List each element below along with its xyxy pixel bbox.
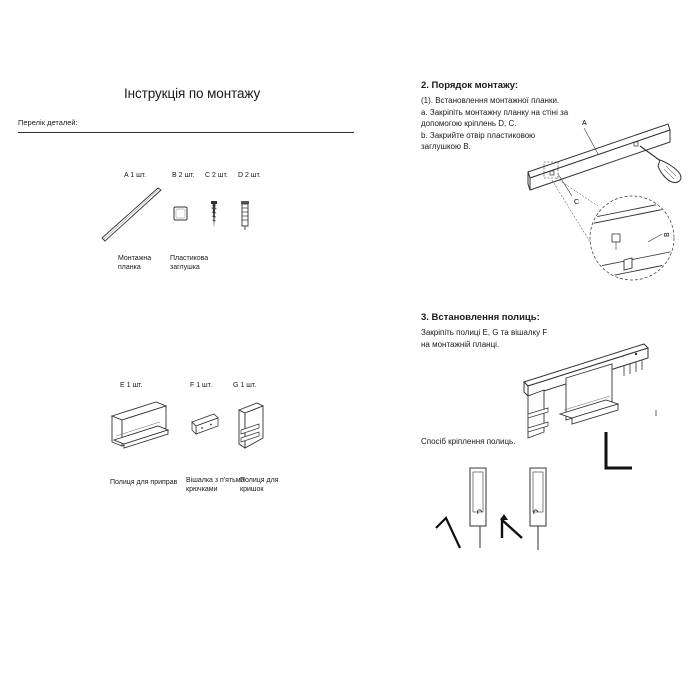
step2-title: 2. Порядок монтажу: xyxy=(421,80,519,91)
callout-a: A xyxy=(582,120,587,127)
parts-list-header: Перелік деталей: xyxy=(18,118,78,127)
part-f-code: F 1 шт. xyxy=(190,382,213,389)
part-b-code: B 2 шт. xyxy=(172,172,195,179)
part-e-code: E 1 шт. xyxy=(120,382,143,389)
plastic-cap-icon xyxy=(173,206,188,221)
hook-arrow-icon xyxy=(604,432,632,470)
part-d-code: D 2 шт. xyxy=(238,172,261,179)
lid-shelf-icon xyxy=(237,402,265,449)
step2-instructions: (1). Встановлення монтажної планки. a. З… xyxy=(421,96,569,151)
page-title: Інструкція по монтажу xyxy=(124,86,261,101)
mounting-bar-icon xyxy=(101,187,162,242)
spice-shelf-icon xyxy=(110,401,170,449)
mounting-diagram: A C B xyxy=(527,120,682,281)
part-e-name: Полиця для приправ xyxy=(110,479,178,486)
shelves-assembly-diagram xyxy=(523,343,657,439)
part-c-code: C 2 шт. xyxy=(205,172,228,179)
mounting-method-label: Спосіб кріплення полиць. xyxy=(421,437,516,446)
part-g-code: G 1 шт. xyxy=(233,382,257,389)
wall-plug-icon xyxy=(241,201,249,230)
mounting-method-diagram xyxy=(435,467,547,550)
screw-icon xyxy=(211,201,217,228)
callout-c: C xyxy=(574,199,579,206)
step3-title: 3. Встановлення полиць: xyxy=(421,312,540,323)
hook-rail-icon xyxy=(191,413,219,435)
part-a-code: A 1 шт. xyxy=(124,172,147,179)
callout-b: B xyxy=(664,232,671,237)
header-divider xyxy=(18,132,354,133)
step3-instructions: Закріпіть полиці E, G та вішалку F на мо… xyxy=(421,328,548,349)
